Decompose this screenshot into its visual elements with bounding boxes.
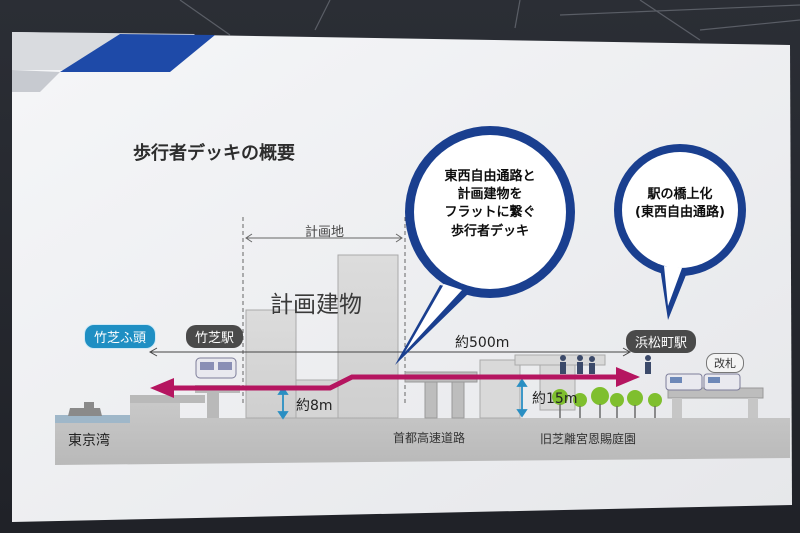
garden-trees	[552, 387, 662, 407]
slide-corner-decoration	[12, 32, 215, 92]
takeshiba-station-tag: 竹芝駅	[186, 325, 244, 348]
takeshiba-pier-tag: 竹芝ふ頭	[84, 324, 157, 349]
ship-icon	[68, 408, 102, 416]
tree-trunks	[559, 404, 656, 418]
bubble-main-line: 東西自由通路と	[444, 169, 536, 184]
pedestrian-deck-arrow	[170, 374, 620, 391]
garden-side-buildings	[479, 354, 606, 419]
height-marker-left	[277, 386, 289, 420]
bubble-main-line: 歩行者デッキ	[450, 223, 529, 239]
bubble-main-line: 計画建物を	[457, 187, 523, 203]
distance-label: 約500m	[455, 335, 510, 351]
deck-arrow-head-right	[616, 367, 640, 387]
tokyo-bay-label: 東京湾	[68, 433, 110, 449]
deck-arrow-head-left	[150, 378, 174, 398]
pedestrian-icons	[560, 355, 651, 374]
height-marker-right	[516, 378, 528, 418]
hamamatsucho-station-structure	[665, 373, 764, 418]
height-right-label: 約15m	[532, 391, 578, 407]
yurikamome-train-icon	[195, 357, 237, 379]
planned-buildings	[245, 254, 399, 419]
ceiling-grid	[179, 0, 800, 41]
ticket-gate-label: 改札	[706, 353, 744, 373]
height-left-label: 約8m	[296, 398, 333, 414]
site-width-arrow	[245, 233, 403, 243]
speech-bubble-station	[614, 144, 746, 320]
building-label: 計画建物	[270, 292, 362, 318]
hamamatsucho-station-tag: 浜松町駅	[626, 330, 697, 353]
site-label: 計画地	[305, 225, 345, 240]
speech-bubble-station-text: 駅の橋上化 (東西自由通路)	[630, 186, 730, 222]
slide-title: 歩行者デッキの概要	[133, 143, 295, 164]
speech-bubble-main	[395, 126, 575, 365]
bay-water	[55, 415, 130, 423]
bubble-main-line: フラットに繋ぐ	[444, 205, 536, 221]
bubble-station-line: 駅の橋上化	[647, 187, 713, 202]
distance-arrow	[148, 347, 632, 357]
garden-label: 旧芝離宮恩賜庭園	[540, 432, 637, 446]
speech-bubble-main-text: 東西自由通路と 計画建物を フラットに繋ぐ 歩行者デッキ	[430, 168, 550, 241]
ground-section	[55, 400, 790, 465]
bubble-station-line: (東西自由通路)	[635, 205, 725, 221]
expressway-label: 首都高速道路	[393, 431, 466, 445]
